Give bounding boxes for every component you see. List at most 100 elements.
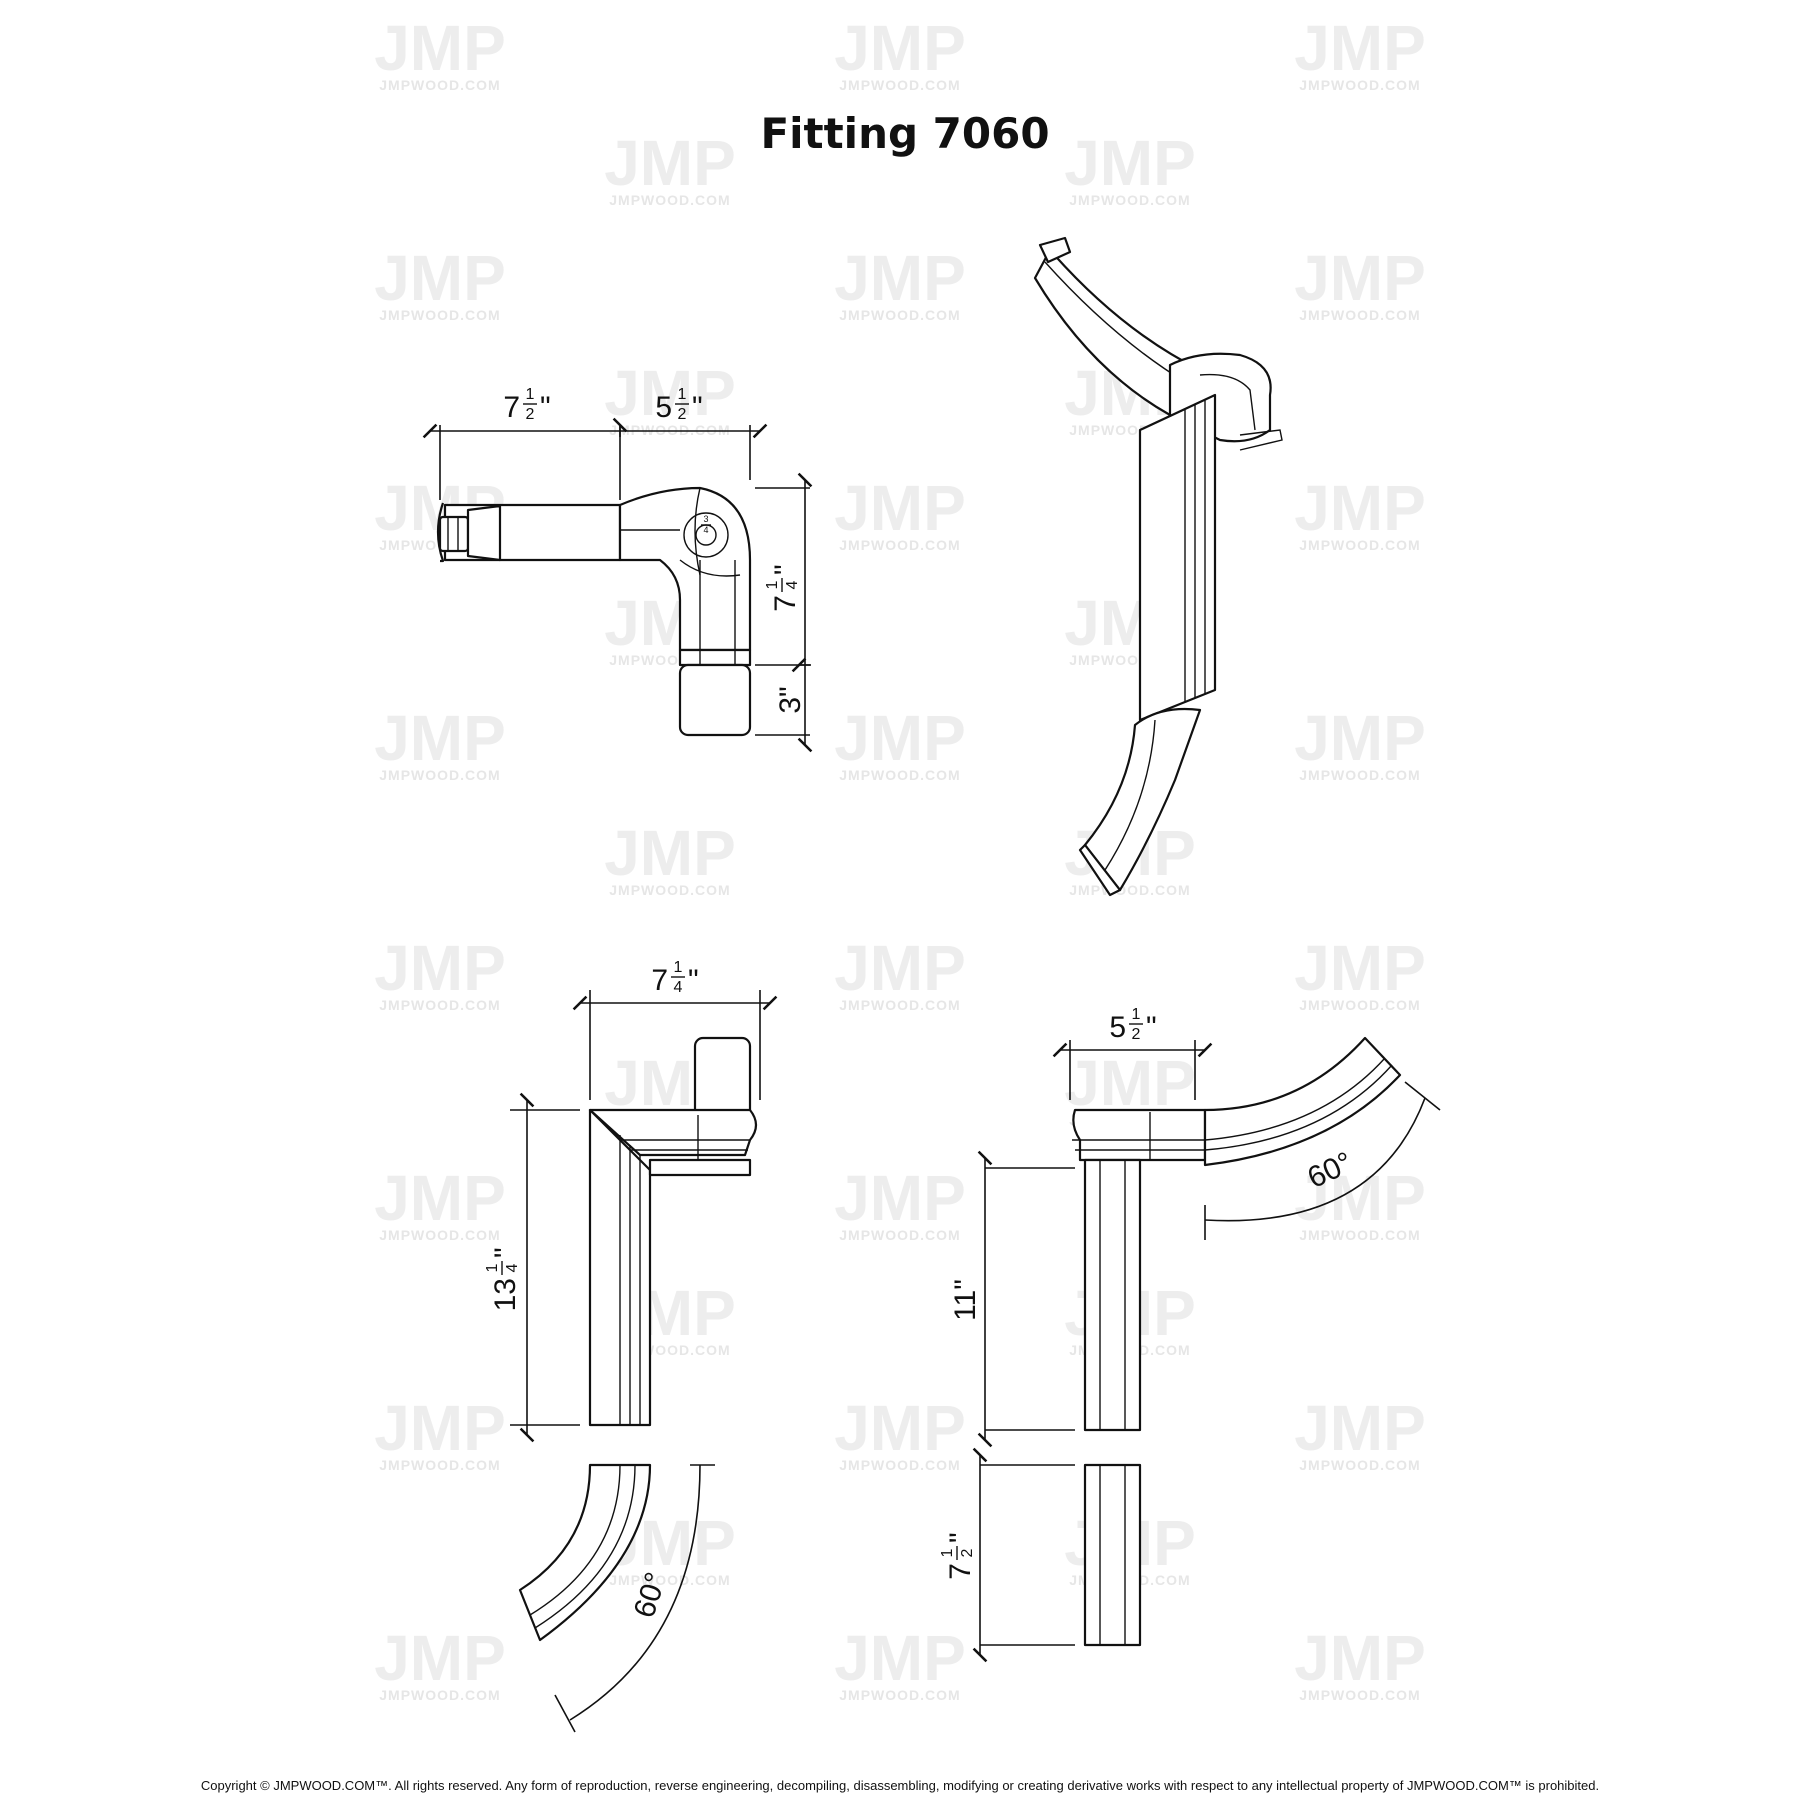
svg-text:13: 13 [489,1278,522,1311]
watermark-logo: JMP [834,472,966,544]
watermark-logo: JMP [374,1622,506,1694]
watermark-logo: JMP [1064,1047,1196,1119]
plan-dim-height-d: 3" [774,686,807,713]
watermark-logo: JMP [834,1162,966,1234]
watermark-site: JMPWOOD.COM [1299,1457,1420,1473]
plan-dim-width-b: 5 1 2 " [655,386,702,424]
side-dim-height: 13 1 4 " [484,1247,522,1311]
watermark-site: JMPWOOD.COM [1299,1227,1420,1243]
svg-text:5: 5 [1109,1011,1126,1044]
svg-text:4: 4 [674,979,683,996]
watermark-site: JMPWOOD.COM [379,997,500,1013]
svg-text:2: 2 [1132,1026,1141,1043]
watermark-logo: JMP [374,702,506,774]
front-dim-height: 11" [949,1279,982,1321]
svg-text:11": 11" [949,1279,982,1321]
svg-text:2: 2 [526,406,535,423]
watermark-site: JMPWOOD.COM [379,307,500,323]
watermark-logo: JMP [374,1162,506,1234]
watermark-grid: JMPJMPWOOD.COMJMPJMPWOOD.COMJMPJMPWOOD.C… [374,12,1426,1703]
plan-dim-height-c: 7 1 4 " [764,564,802,611]
plan-dim-width-a: 7 1 2 " [503,386,550,424]
watermark-site: JMPWOOD.COM [379,1227,500,1243]
svg-text:": " [692,391,703,424]
svg-text:7: 7 [944,1563,977,1580]
watermark-site: JMPWOOD.COM [609,422,730,438]
svg-text:7: 7 [503,391,520,424]
svg-text:2: 2 [678,406,687,423]
page-title: Fitting 7060 [760,109,1049,158]
watermark-site: JMPWOOD.COM [609,192,730,208]
front-elevation [972,1036,1441,1663]
svg-text:1: 1 [764,580,781,589]
watermark-site: JMPWOOD.COM [1299,767,1420,783]
watermark-logo: JMP [374,12,506,84]
watermark-logo: JMP [1064,127,1196,199]
watermark-logo: JMP [374,932,506,1004]
plan-dim-hole: 3 4 [701,514,711,535]
watermark-logo: JMP [1294,12,1426,84]
watermark-logo: JMP [604,817,736,889]
watermark-logo: JMP [834,1392,966,1464]
svg-text:3": 3" [774,686,807,713]
watermark-site: JMPWOOD.COM [839,1687,960,1703]
svg-text:7: 7 [769,595,802,612]
watermark-site: JMPWOOD.COM [839,77,960,93]
watermark-site: JMPWOOD.COM [379,767,500,783]
watermark-logo: JMP [374,1392,506,1464]
watermark-site: JMPWOOD.COM [839,1227,960,1243]
watermark-logo: JMP [1294,1392,1426,1464]
watermark-site: JMPWOOD.COM [1299,307,1420,323]
watermark-site: JMPWOOD.COM [1299,997,1420,1013]
side-elevation [510,990,778,1733]
svg-text:1: 1 [674,959,683,976]
watermark-logo: JMP [374,242,506,314]
watermark-logo: JMP [834,932,966,1004]
svg-text:": " [944,1532,977,1543]
svg-text:": " [688,964,699,997]
watermark-logo: JMP [834,702,966,774]
side-dim-width: 7 1 4 " [651,959,698,997]
watermark-site: JMPWOOD.COM [1069,882,1190,898]
watermark-logo: JMP [834,242,966,314]
watermark-site: JMPWOOD.COM [609,1572,730,1588]
watermark-site: JMPWOOD.COM [839,537,960,553]
svg-text:": " [769,564,802,575]
watermark-logo: JMP [834,1622,966,1694]
svg-text:4: 4 [504,1263,521,1272]
front-dim-width: 5 1 2 " [1109,1006,1156,1044]
watermark-logo: JMP [1294,1622,1426,1694]
watermark-site: JMPWOOD.COM [839,997,960,1013]
watermark-site: JMPWOOD.COM [839,767,960,783]
watermark-site: JMPWOOD.COM [379,77,500,93]
watermark-logo: JMP [1294,1162,1426,1234]
svg-text:5: 5 [655,391,672,424]
plan-view [422,417,813,753]
watermark-site: JMPWOOD.COM [379,1687,500,1703]
svg-text:4: 4 [703,525,708,535]
svg-text:7: 7 [651,964,668,997]
watermark-logo: JMP [1294,472,1426,544]
svg-text:1: 1 [484,1263,501,1272]
watermark-site: JMPWOOD.COM [839,307,960,323]
svg-text:1: 1 [939,1548,956,1557]
svg-text:": " [1146,1011,1157,1044]
watermark-site: JMPWOOD.COM [1069,192,1190,208]
isometric-view [1033,236,1283,897]
watermark-site: JMPWOOD.COM [839,1457,960,1473]
svg-text:1: 1 [678,386,687,403]
copyright-notice: Copyright © JMPWOOD.COM™. All rights res… [200,1778,1600,1793]
watermark-logo: JMP [1294,242,1426,314]
watermark-site: JMPWOOD.COM [1299,537,1420,553]
svg-text:3: 3 [703,514,708,524]
svg-text:1: 1 [1132,1006,1141,1023]
watermark-site: JMPWOOD.COM [1299,77,1420,93]
front-dim-lower-length: 7 1 2 " [939,1532,977,1579]
svg-text:1: 1 [526,386,535,403]
watermark-logo: JMP [1294,702,1426,774]
watermark-logo: JMP [604,127,736,199]
svg-text:2: 2 [959,1548,976,1557]
watermark-site: JMPWOOD.COM [1299,1687,1420,1703]
svg-text:": " [489,1247,522,1258]
